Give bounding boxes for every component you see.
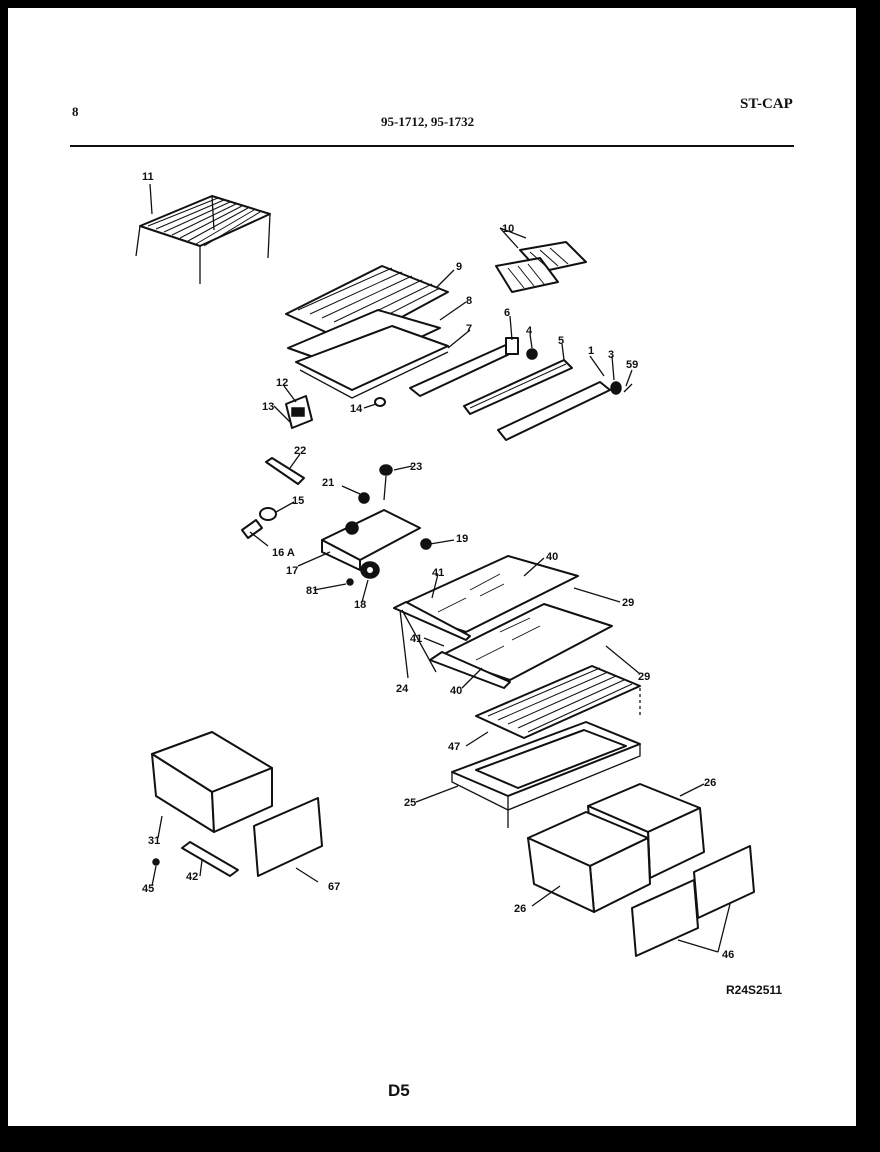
callout-81: 81	[306, 585, 318, 597]
callout-67: 67	[328, 881, 340, 893]
callout-41-upper: 41	[432, 567, 444, 579]
callout-46: 46	[722, 949, 734, 961]
callout-7: 7	[466, 323, 472, 335]
callout-14: 14	[350, 403, 363, 415]
part-22-rod	[265, 457, 305, 485]
callout-3: 3	[608, 349, 614, 361]
callout-25: 25	[404, 797, 416, 809]
leader-lines	[149, 183, 731, 953]
parts-diagram-page: 8 95-1712, 95-1732 ST-CAP	[8, 8, 856, 1126]
callout-21: 21	[322, 477, 334, 489]
callout-40-upper: 40	[546, 551, 558, 563]
part-23-knob	[379, 464, 393, 501]
part-40-glass-shelf-lower	[429, 603, 613, 689]
part-5-rail	[463, 359, 573, 415]
callout-29-lower: 29	[638, 671, 650, 683]
part-18-control-knob	[346, 561, 380, 586]
part-6-rail	[409, 337, 519, 397]
callout-15: 15	[292, 495, 304, 507]
part-40-glass-shelf-upper	[393, 555, 579, 641]
part-31-drawer	[151, 731, 273, 833]
part-1-rail	[497, 381, 611, 441]
callout-17: 17	[286, 565, 298, 577]
callout-42: 42	[186, 871, 198, 883]
callout-40-lower: 40	[450, 685, 462, 697]
callout-10: 10	[502, 223, 514, 235]
callout-47: 47	[448, 741, 460, 753]
callout-19: 19	[456, 533, 468, 545]
callout-9: 9	[456, 261, 462, 273]
part-47-crisper-cover	[475, 665, 641, 739]
part-7-shelf-pan	[295, 325, 449, 399]
part-26-crisper-drawer-left	[527, 811, 651, 913]
callout-26-left: 26	[514, 903, 526, 915]
callout-41-lower: 41	[410, 633, 422, 645]
callout-8: 8	[466, 295, 472, 307]
callout-11: 11	[142, 171, 154, 183]
drawing-reference: R24S2511	[726, 983, 782, 997]
part-10-ice-trays	[495, 241, 587, 293]
callout-24: 24	[396, 683, 409, 695]
callout-12: 12	[276, 377, 288, 389]
callout-31: 31	[148, 835, 160, 847]
callout-6: 6	[504, 307, 510, 319]
callout-29-upper: 29	[622, 597, 634, 609]
callout-16a: 16 A	[272, 547, 295, 559]
callout-labels: 11 10 9 8 7 6 4 5 1 3 59 12 13 14 22 23 …	[142, 171, 734, 961]
callout-59: 59	[626, 359, 638, 371]
part-67-drawer-front	[253, 797, 323, 877]
part-17-control-housing	[321, 492, 432, 571]
callout-22: 22	[294, 445, 306, 457]
page-code: D5	[388, 1081, 410, 1100]
callout-1: 1	[588, 345, 594, 357]
part-46-drawer-fronts	[631, 845, 755, 957]
header-rule	[70, 145, 794, 147]
callout-26-right: 26	[704, 777, 716, 789]
callout-13: 13	[262, 401, 274, 413]
page-number: 8	[72, 104, 79, 119]
part-42-slide	[152, 841, 239, 877]
small-hardware	[374, 348, 633, 407]
part-12-13-bracket	[285, 395, 313, 429]
model-numbers: 95-1712, 95-1732	[381, 114, 475, 129]
callout-18: 18	[354, 599, 366, 611]
callout-45: 45	[142, 883, 154, 895]
part-11-wire-shelf	[135, 195, 271, 284]
callout-5: 5	[558, 335, 564, 347]
callout-4: 4	[526, 325, 533, 337]
part-25-crisper-frame	[451, 721, 641, 828]
part-15-lamp	[241, 507, 277, 539]
callout-23: 23	[410, 461, 422, 473]
catalog-code: ST-CAP	[740, 96, 793, 112]
